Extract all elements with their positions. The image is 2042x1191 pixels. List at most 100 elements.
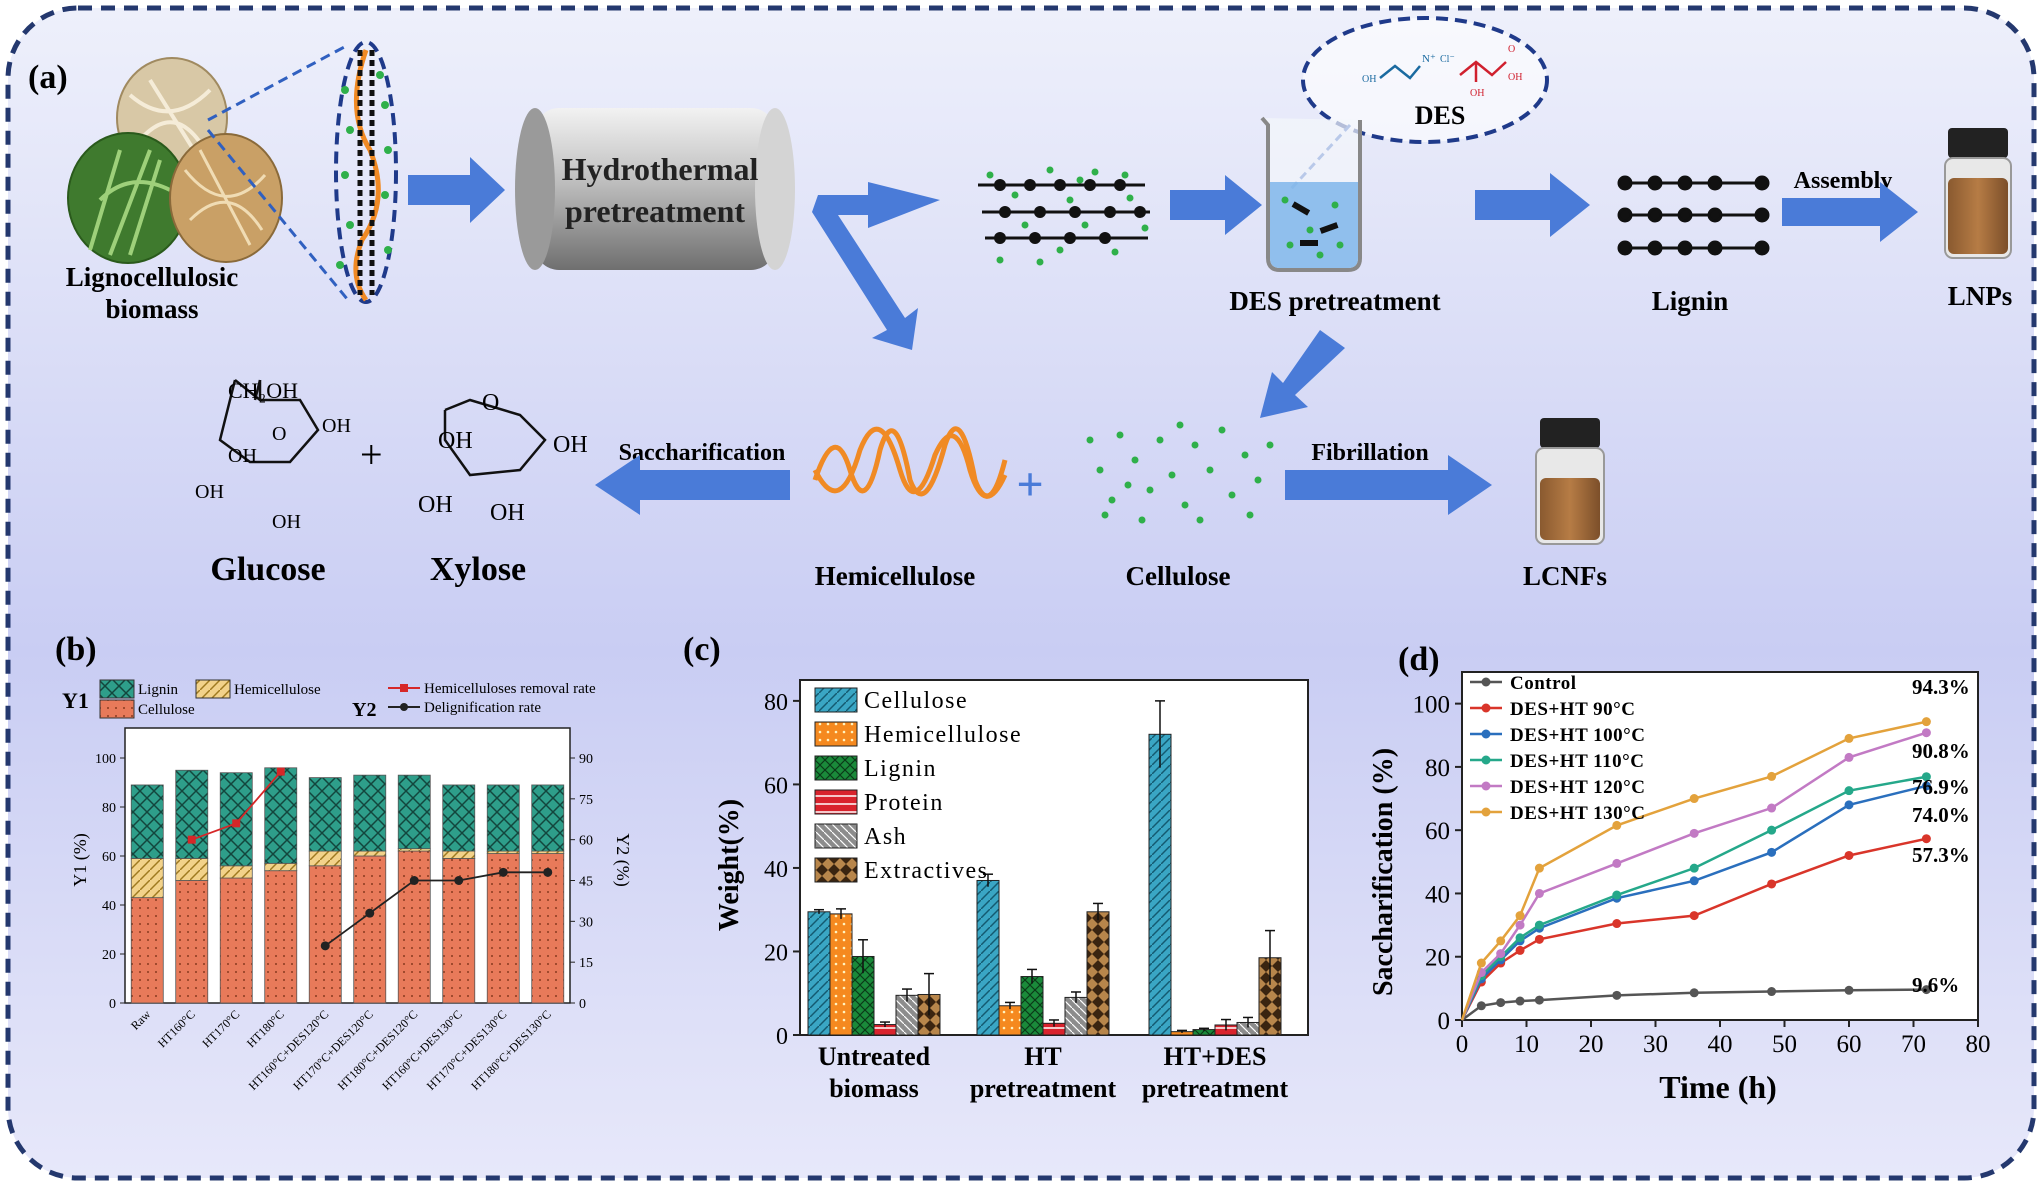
- panel-b-bar-lignin: [442, 784, 476, 852]
- panel-d-point: [1844, 800, 1854, 810]
- panel-b-point-delig: [498, 867, 508, 877]
- panel-b-y1-tick-label: 40: [102, 899, 116, 914]
- lignin-label: Lignin: [1652, 286, 1729, 316]
- panel-c-group-label: biomass: [829, 1074, 919, 1103]
- panel-d-end-label: 74.0%: [1912, 803, 1970, 827]
- des-chem-oh: OH: [1362, 74, 1376, 85]
- panel-b-bar-cellulose: [397, 850, 431, 1004]
- panel-d-point: [1921, 834, 1931, 844]
- arrow-to-hydrothermal: [408, 157, 505, 223]
- panel-c-bar-cellulose: [976, 879, 1000, 1036]
- glucose-ring-o: O: [272, 423, 286, 445]
- panel-b-bar-hemicellulose: [353, 850, 387, 857]
- legend-hemicellulose: Hemicellulose: [234, 682, 321, 698]
- panel-b-y2-tick-label: 15: [579, 956, 593, 971]
- panel-d-point: [1767, 803, 1777, 813]
- glucose-structure: [218, 379, 320, 464]
- panel-c-plot-area: [799, 679, 1309, 1036]
- plus-sign-blue: +: [1016, 458, 1043, 511]
- panel-d-point: [1767, 847, 1777, 857]
- panel-d-x-tick-label: 0: [1456, 1031, 1469, 1058]
- panel-d-line: [1460, 784, 1927, 1021]
- panel-b-bar-cellulose: [219, 877, 253, 1004]
- hydrothermal-label-line1: Hydrothermal: [562, 151, 759, 187]
- panel-b-point-delig: [543, 867, 553, 877]
- arrow-fibrillation: [1285, 455, 1492, 515]
- panel-b-bar-lignin: [308, 777, 342, 852]
- panel-c-bar-hemicellulose: [998, 1005, 1022, 1036]
- fibrillation-label: Fibrillation: [1311, 440, 1428, 466]
- panel-d-legend-marker: [1481, 781, 1491, 791]
- ht-fibers-icon: [978, 166, 1150, 266]
- glucose-label: Glucose: [210, 551, 325, 588]
- panel-c-label: (c): [683, 631, 721, 668]
- panel-d-point: [1689, 988, 1699, 998]
- panel-d-y-tick-label: 20: [1425, 945, 1450, 972]
- panel-b-bar-cellulose: [175, 880, 209, 1004]
- panel-b-bar-cellulose: [308, 865, 342, 1004]
- panel-d-point: [1612, 990, 1622, 1000]
- panel-b-y1-tick-label: 80: [102, 801, 116, 816]
- biomass-photos: [67, 57, 283, 264]
- panel-d-x-tick-label: 80: [1966, 1031, 1991, 1058]
- panel-c-bar-cellulose: [807, 911, 831, 1036]
- panel-d-point: [1612, 890, 1622, 900]
- panel-d-legend-label: DES+HT 110°C: [1510, 751, 1644, 772]
- des-label: DES: [1415, 101, 1466, 130]
- panel-d-y-tick-label: 0: [1438, 1008, 1451, 1035]
- xylose-label: Xylose: [430, 551, 526, 588]
- plus-sign: +: [360, 432, 383, 477]
- panel-c-legend-swatch: [814, 823, 858, 849]
- des-chem-alcohol-oh: OH: [1470, 88, 1484, 99]
- panel-b-y1-axis-title: Y1 (%): [70, 833, 91, 886]
- panel-d-point: [1689, 794, 1699, 804]
- arrow-to-des: [1170, 175, 1262, 235]
- panel-c-legend-label: Lignin: [864, 756, 937, 782]
- panel-d-point: [1612, 820, 1622, 830]
- panel-b-y2-tick-label: 30: [579, 915, 593, 930]
- arrow-saccharification: [595, 455, 790, 515]
- panel-d-point: [1844, 985, 1854, 995]
- panel-b-bar-lignin: [175, 769, 209, 859]
- panel-b-point-delig: [365, 908, 375, 918]
- panel-d-y-tick-label: 60: [1425, 818, 1450, 845]
- panel-d-line: [1460, 731, 1927, 1021]
- panel-d-point: [1844, 752, 1854, 762]
- panel-c: (c) Weight(%) 020406080UntreatedbiomassH…: [683, 631, 1309, 1103]
- panel-b-label: (b): [55, 631, 97, 668]
- panel-d-point: [1534, 934, 1544, 944]
- panel-d-point: [1515, 933, 1525, 943]
- panel-d-x-tick-label: 70: [1901, 1031, 1926, 1058]
- panel-c-group-label: HT: [1024, 1042, 1062, 1071]
- panel-d-point: [1921, 772, 1931, 782]
- panel-b-bar-cellulose: [130, 897, 164, 1004]
- panel-b-y1-tick-label: 100: [95, 752, 116, 767]
- panel-d-point: [1767, 771, 1777, 781]
- des-structure: OH N⁺ Cl⁻ O OH OH: [1362, 44, 1522, 99]
- saccharification-label: Saccharification: [619, 440, 786, 466]
- zoom-line-bottom: [206, 129, 350, 301]
- panel-b-bar-cellulose: [353, 855, 387, 1004]
- panel-d-point: [1496, 949, 1506, 959]
- glucose-group-oh-3: OH: [195, 481, 224, 503]
- panel-c-legend-swatch: [814, 789, 858, 815]
- panel-b-bar-lignin: [531, 784, 565, 852]
- panel-d-x-tick-label: 40: [1708, 1031, 1733, 1058]
- legend-cellulose: Cellulose: [138, 702, 195, 718]
- panel-d-point: [1921, 717, 1931, 727]
- panel-d-point: [1476, 958, 1486, 968]
- panel-d-point: [1496, 936, 1506, 946]
- panel-b-point-removal: [187, 835, 196, 844]
- panel-b-point-removal: [232, 819, 241, 828]
- assembly-label: Assembly: [1794, 168, 1893, 194]
- panel-c-legend-label: Extractives: [864, 858, 988, 884]
- arrow-assembly: [1782, 182, 1918, 242]
- panel-d-legend-marker: [1481, 755, 1491, 765]
- legend-swatch-lignin: [99, 679, 135, 699]
- panel-c-bar-lignin: [1020, 976, 1044, 1036]
- legend-delig: Delignification rate: [424, 700, 541, 716]
- des-chem-acid-oh: OH: [1508, 72, 1522, 83]
- panel-d-point: [1476, 1001, 1486, 1011]
